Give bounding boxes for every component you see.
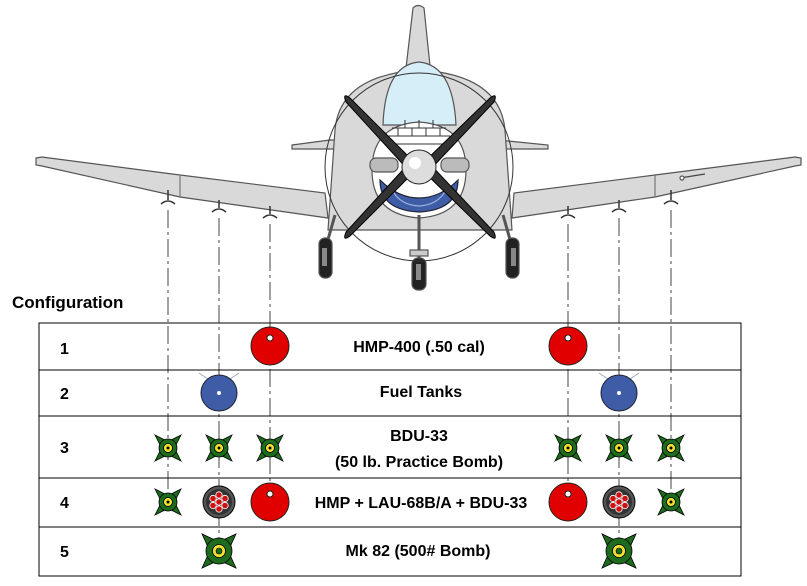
mk82-bomb-icon	[601, 533, 637, 569]
left-main-gear	[318, 214, 337, 279]
row-number-3: 3	[60, 440, 69, 457]
row-number-2: 2	[60, 386, 69, 403]
bdu33-bomb-icon	[154, 434, 182, 462]
row-5-description: Mk 82 (500# Bomb)	[346, 543, 491, 560]
row-number-4: 4	[60, 495, 69, 512]
wing-pylons	[160, 190, 679, 219]
row-2-description: Fuel Tanks	[380, 384, 462, 401]
pylon-left-center	[211, 200, 227, 213]
pylon-left-inboard	[262, 206, 278, 219]
fuel-tank-icon	[198, 372, 240, 412]
bdu33-bomb-icon	[554, 434, 582, 462]
row-4-description: HMP + LAU-68B/A + BDU-33	[315, 495, 528, 512]
pylon-right-outboard	[663, 190, 679, 205]
row-2-stores	[198, 372, 640, 412]
hmp-pod-icon	[548, 326, 588, 366]
rocket-pod-icon	[202, 485, 236, 519]
pylon-right-center	[611, 200, 627, 213]
configuration-table	[38, 322, 742, 577]
left-wing	[35, 156, 329, 219]
pylon-left-outboard	[160, 190, 176, 205]
bdu33-bomb-icon	[657, 488, 685, 516]
configuration-heading: Configuration	[12, 293, 123, 312]
row-3-description: BDU-33	[390, 428, 448, 445]
hmp-pod-icon	[250, 482, 290, 522]
row-4-stores	[154, 482, 685, 522]
nose-gear	[409, 215, 429, 291]
hmp-pod-icon	[250, 326, 290, 366]
aircraft-front-view	[35, 4, 802, 291]
right-wing	[511, 156, 802, 219]
bdu33-bomb-icon	[657, 434, 685, 462]
fuel-tank-icon	[598, 372, 640, 412]
hmp-pod-icon	[548, 482, 588, 522]
row-number-1: 1	[60, 341, 69, 358]
rocket-pod-icon	[602, 485, 636, 519]
row-1-stores	[250, 326, 588, 366]
bdu33-bomb-icon	[605, 434, 633, 462]
row-1-description: HMP-400 (.50 cal)	[353, 339, 485, 356]
mk82-bomb-icon	[201, 533, 237, 569]
pylon-right-inboard	[560, 206, 576, 219]
canopy	[382, 61, 457, 126]
row-numbers: 1 2 3 4 5	[60, 341, 69, 561]
right-main-gear	[501, 214, 520, 279]
bdu33-bomb-icon	[154, 488, 182, 516]
propeller-disc	[324, 72, 514, 262]
row-3-description-line2: (50 lb. Practice Bomb)	[335, 454, 503, 471]
propeller	[324, 72, 514, 262]
bdu33-bomb-icon	[205, 434, 233, 462]
row-number-5: 5	[60, 544, 69, 561]
bdu33-bomb-icon	[256, 434, 284, 462]
